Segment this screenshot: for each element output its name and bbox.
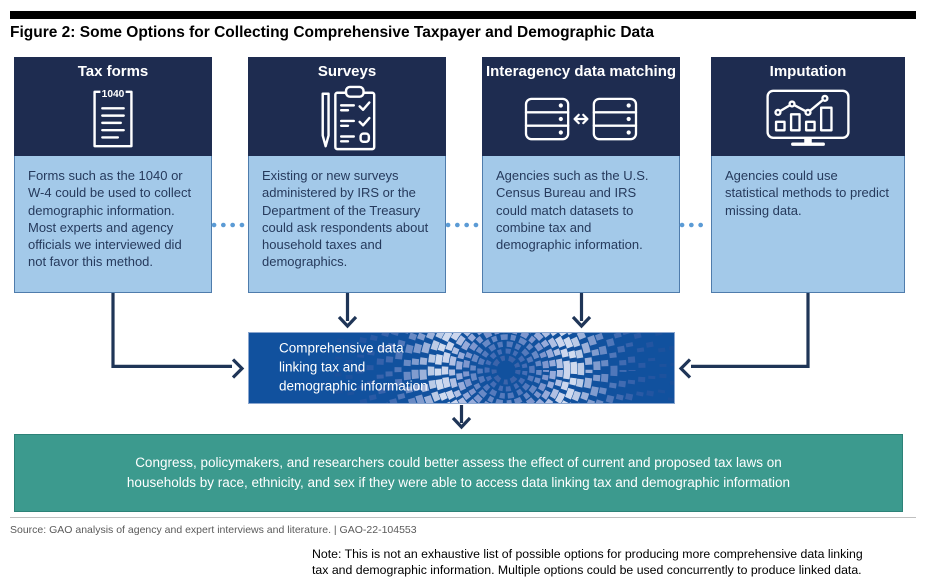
arrowhead-down: [451, 416, 472, 430]
note-text: Note: This is not an exhaustive list of …: [312, 547, 863, 577]
title-rule: [10, 11, 916, 19]
option-box-interagency-matching: Interagency data matching: [482, 57, 680, 293]
option-title: Tax forms: [77, 63, 149, 80]
source-rule: [10, 517, 916, 518]
monitor-statistics-chart-icon: [711, 82, 905, 156]
arrowhead-down: [571, 315, 592, 329]
option-title: Imputation: [769, 63, 847, 80]
option-box-tax-forms: Tax forms 1040 Forms such as the 1040 or…: [14, 57, 212, 293]
option-description: Agencies such as the U.S. Census Bureau …: [482, 156, 680, 293]
arrowhead-left: [678, 358, 692, 379]
arrow-tax-forms-to-hub: [111, 293, 232, 368]
option-description: Agencies could use statistical methods t…: [711, 156, 905, 293]
option-box-imputation: Imputation Agencies could u: [711, 57, 905, 293]
hub-label: Comprehensive data linking tax and demog…: [279, 340, 428, 394]
arrowhead-right: [231, 358, 245, 379]
survey-checklist-pen-icon: [248, 82, 446, 156]
option-title: Surveys: [317, 63, 377, 80]
arrow-imputation-to-hub: [691, 293, 810, 368]
svg-text:1040: 1040: [102, 89, 125, 100]
hub-comprehensive-data-bar: Comprehensive data linking tax and demog…: [248, 332, 675, 404]
tax-form-1040-icon: 1040: [14, 82, 212, 156]
outcome-box: Congress, policymakers, and researchers …: [14, 434, 903, 512]
option-box-surveys: Surveys Existing: [248, 57, 446, 293]
source-line: Source: GAO analysis of agency and exper…: [10, 524, 417, 536]
option-description: Forms such as the 1040 or W-4 could be u…: [14, 156, 212, 293]
figure-title: Figure 2: Some Options for Collecting Co…: [10, 24, 654, 41]
arrowhead-down: [337, 315, 358, 329]
option-header: Imputation: [711, 57, 905, 156]
option-header: Interagency data matching: [482, 57, 680, 156]
option-header: Surveys: [248, 57, 446, 156]
option-title: Interagency data matching: [485, 63, 677, 80]
option-description: Existing or new surveys administered by …: [248, 156, 446, 293]
option-header: Tax forms 1040: [14, 57, 212, 156]
servers-data-matching-icon: [482, 82, 680, 156]
data-mosaic-pattern: [334, 333, 674, 403]
